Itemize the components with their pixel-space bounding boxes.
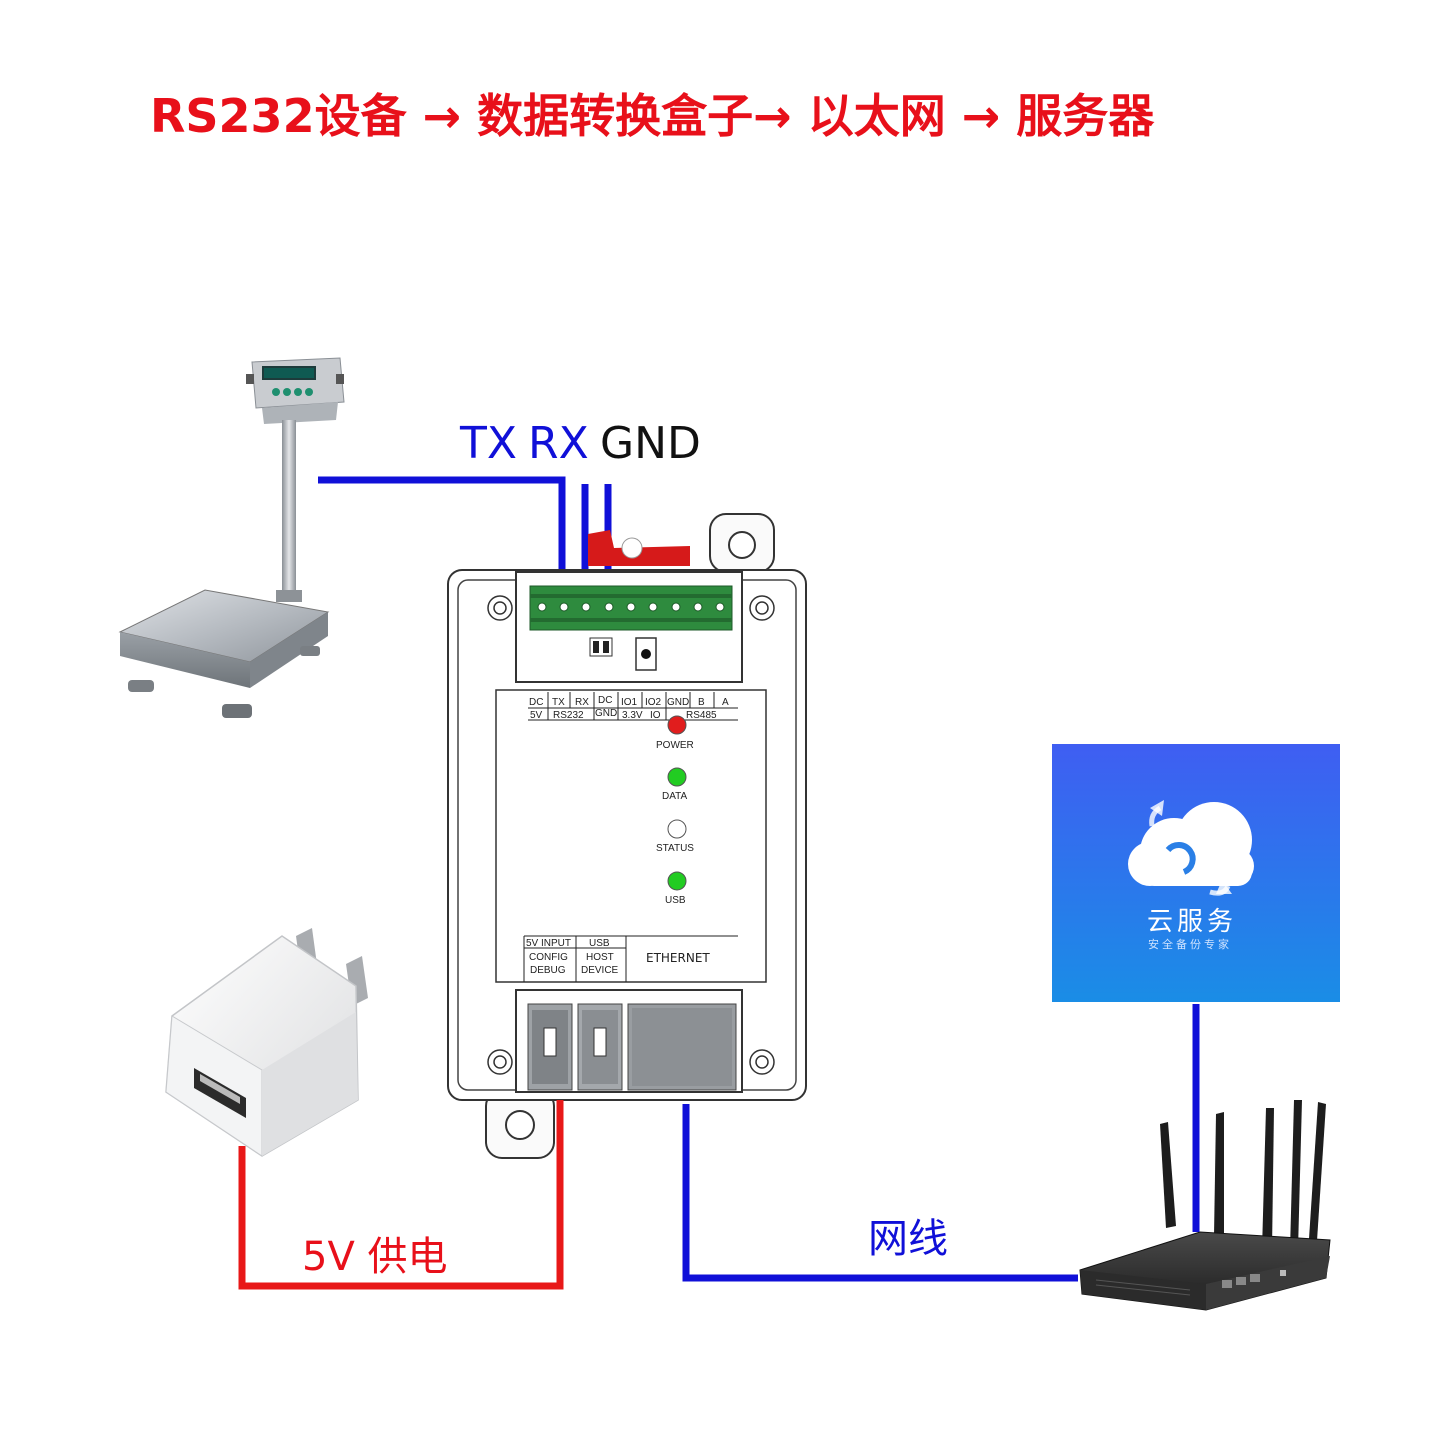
label-gnd: GND xyxy=(667,697,689,708)
terminal-label-table: DC 5V TX RX RS232 DC GND IO1 IO2 3.3V IO… xyxy=(528,692,738,721)
led-usb: USB xyxy=(665,871,687,906)
led-data: DATA xyxy=(662,767,688,802)
cloud-subtitle: 安全备份专家 xyxy=(1148,937,1232,951)
wire-label-rx: RX xyxy=(528,418,589,469)
port-device: DEVICE xyxy=(581,965,619,976)
port-host: HOST xyxy=(586,952,614,963)
port-usb: USB xyxy=(589,938,610,949)
label-dc: DC xyxy=(529,697,543,708)
label-dc-gnd-bottom: GND xyxy=(595,708,617,719)
converter-box: DC 5V TX RX RS232 DC GND IO1 IO2 3.3V IO… xyxy=(447,513,807,1159)
led-status: STATUS xyxy=(656,819,694,854)
port-config: CONFIG xyxy=(529,952,568,963)
port-ethernet: ETHERNET xyxy=(646,951,710,965)
led-data-label: DATA xyxy=(662,791,688,802)
weighing-scale-icon xyxy=(118,357,345,718)
port-debug: DEBUG xyxy=(530,965,566,976)
led-usb-label: USB xyxy=(665,895,686,906)
diagram-title: RS232设备 → 数据转换盒子→ 以太网 → 服务器 xyxy=(150,89,1155,143)
label-io: IO xyxy=(650,710,661,721)
wire-label-network: 网线 xyxy=(868,1216,948,1262)
label-rs232: RS232 xyxy=(553,710,584,721)
label-rs485: RS485 xyxy=(686,710,717,721)
label-a: A xyxy=(722,697,729,708)
label-5v: 5V xyxy=(530,710,543,721)
cloud-service-panel: 云服务 安全备份专家 xyxy=(1052,744,1340,1002)
ethernet-port[interactable] xyxy=(627,1003,737,1091)
usb-port-host[interactable] xyxy=(577,1003,623,1091)
wire-label-power: 5V 供电 xyxy=(302,1234,448,1280)
usb-port-config[interactable] xyxy=(527,1003,573,1091)
led-power-label: POWER xyxy=(656,740,694,751)
router-icon xyxy=(1079,1100,1331,1311)
led-power: POWER xyxy=(656,715,694,751)
port-5v-input: 5V INPUT xyxy=(526,938,571,949)
wire-label-gnd: GND xyxy=(600,418,701,469)
usb-power-adapter-icon xyxy=(165,928,368,1157)
terminal-screws xyxy=(537,602,725,612)
label-3v3: 3.3V xyxy=(622,710,643,721)
label-io1: IO1 xyxy=(621,697,638,708)
cloud-title: 云服务 xyxy=(1147,907,1237,937)
label-tx: TX xyxy=(552,697,565,708)
label-b: B xyxy=(698,697,705,708)
port-label-table: 5V INPUT CONFIG DEBUG USB HOST DEVICE ET… xyxy=(523,935,738,982)
ethernet-cable xyxy=(682,1104,1078,1282)
label-dc-gnd-top: DC xyxy=(598,695,612,706)
led-status-label: STATUS xyxy=(656,843,694,854)
label-io2: IO2 xyxy=(645,697,662,708)
label-rx: RX xyxy=(575,697,589,708)
wire-label-tx: TX xyxy=(459,418,517,469)
cloud-icon xyxy=(1128,800,1254,896)
power-cable xyxy=(238,1100,564,1290)
